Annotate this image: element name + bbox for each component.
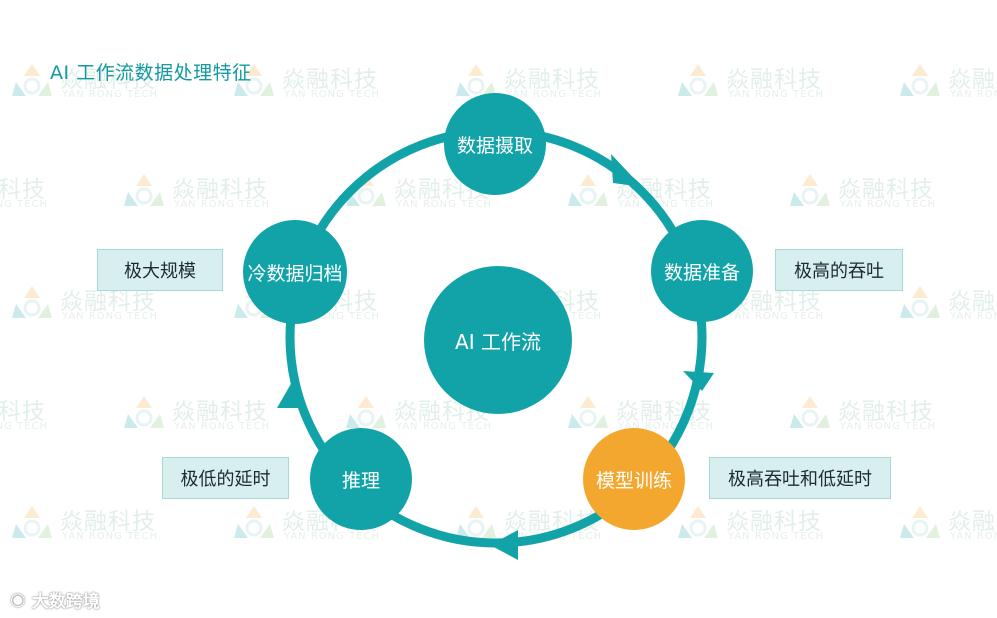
tag-prepare-label: 极高的吞吐 xyxy=(794,261,884,282)
node-data-ingest: 数据摄取 xyxy=(444,93,546,195)
tag-train-label: 极高吞吐和低延时 xyxy=(728,469,872,490)
node-inference: 推理 xyxy=(310,428,412,530)
node-cold-archive-label: 冷数据归档 xyxy=(247,262,343,285)
node-center-label: AI 工作流 xyxy=(455,329,541,354)
arrow-inference-to-archive xyxy=(277,382,307,408)
node-data-ingest-label: 数据摄取 xyxy=(456,134,533,157)
page-title: AI 工作流数据处理特征 xyxy=(50,62,252,84)
node-center-ai-workflow: AI 工作流 xyxy=(424,266,572,414)
node-inference-label: 推理 xyxy=(341,469,380,492)
node-data-prepare-label: 数据准备 xyxy=(663,261,740,284)
source-credit-text: 大数跨境 xyxy=(31,592,100,612)
weibo-icon: ◉ xyxy=(10,589,26,610)
tag-train: 极高吞吐和低延时 xyxy=(709,457,891,499)
arrow-train-to-inference xyxy=(490,530,518,560)
node-model-train-label: 模型训练 xyxy=(595,469,672,492)
tag-archive: 极大规模 xyxy=(97,249,223,291)
tag-inference: 极低的延时 xyxy=(162,457,289,499)
node-cold-archive: 冷数据归档 xyxy=(243,220,347,324)
arrow-ingest-to-prepare xyxy=(611,154,642,187)
tag-prepare: 极高的吞吐 xyxy=(775,249,903,291)
tag-archive-label: 极大规模 xyxy=(124,261,196,282)
node-data-prepare: 数据准备 xyxy=(651,220,753,322)
source-credit: ◉ 大数跨境 xyxy=(10,587,100,612)
tag-inference-label: 极低的延时 xyxy=(180,469,271,490)
node-model-train: 模型训练 xyxy=(583,428,685,530)
arrow-prepare-to-train xyxy=(683,371,714,391)
